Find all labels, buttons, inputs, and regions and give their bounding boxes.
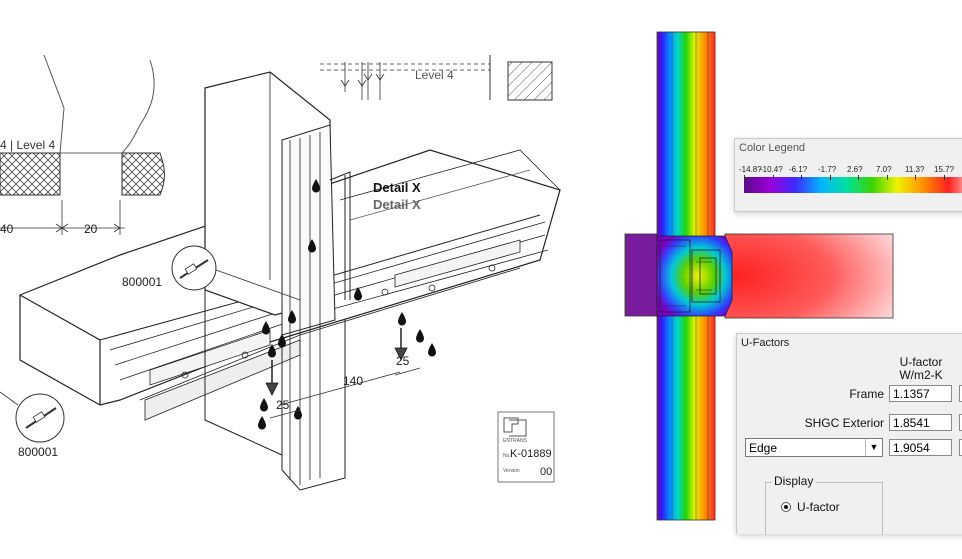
technical-drawing: Detail X Detail X 4 | Level 4 Level 4 40…: [0, 54, 561, 491]
edge-u-factor-field[interactable]: 1.9054: [889, 439, 952, 456]
region-select[interactable]: Edge ▼: [745, 438, 883, 457]
u-factors-window[interactable]: U-Factors U-factor W/m2-K Frame 1.1357 4…: [736, 333, 962, 535]
legend-color-bar: [744, 177, 962, 193]
legend-tick-label: 7.0?: [876, 165, 892, 174]
legend-tick-labels: -14.8?-10.4? -6.1? -1.7? 2.6? 7.0? 11.3? 15.7?…: [739, 165, 962, 175]
u-factor-column-header: U-factor W/m2-K: [899, 355, 943, 382]
dimension-20: 20: [84, 222, 98, 236]
detail-subtitle: Detail X: [373, 197, 421, 212]
frame-second-field[interactable]: 4: [959, 385, 962, 402]
edge-second-field[interactable]: 4: [959, 439, 962, 456]
color-legend-window[interactable]: Color Legend -14.8?-10.4? -6.1? -1.7? 2.6? 7…: [734, 138, 962, 212]
title-block-version-label: Version: [503, 468, 520, 474]
level-label-left: 4 | Level 4: [0, 138, 56, 152]
drainage-arrows: [265, 328, 408, 396]
legend-tick-label: 2.6?: [847, 165, 863, 174]
detail-title: Detail X: [373, 180, 421, 195]
thermal-simulation: Color Legend -14.8?-10.4? -6.1? -1.7? 2.6? 7…: [620, 0, 962, 559]
shgc-exterior-field[interactable]: 1.8541: [889, 414, 952, 431]
slab-section-right: [320, 55, 553, 101]
display-group-title: Display: [771, 474, 817, 488]
dimension-lines-bottom: [269, 367, 421, 419]
title-block: [497, 411, 555, 483]
title-block-number: K-01889: [510, 448, 552, 460]
level-label-right: Level 4: [415, 68, 454, 82]
legend-tick-label: -1.7?: [818, 165, 837, 174]
thermal-gradient-plot: [624, 31, 894, 521]
part-callout-top: [171, 245, 301, 301]
region-select-value: Edge: [749, 441, 778, 455]
part-number-bottom: 800001: [18, 445, 59, 459]
legend-tick-mark: [915, 175, 916, 180]
legend-tick-label: -6.1?: [789, 165, 808, 174]
shgc-second-field[interactable]: 4: [959, 414, 962, 431]
radio-selected-icon: [781, 502, 791, 512]
title-block-no-prefix: No.: [503, 453, 511, 459]
part-number-top: 800001: [122, 275, 163, 289]
color-legend-title: Color Legend: [739, 142, 806, 154]
title-block-logo-caption: ENTRANS: [503, 438, 527, 444]
slab-section-left: [0, 54, 165, 196]
isometric-curtain-wall-detail: [0, 54, 561, 491]
legend-tick-label: 11.3?: [905, 165, 925, 174]
dimension-lines-left: [0, 200, 125, 235]
legend-tick-mark: [744, 175, 745, 180]
u-factor-radio-label: U-factor: [797, 500, 840, 514]
chevron-down-icon[interactable]: ▼: [865, 439, 882, 456]
dimension-25-right: 25: [396, 354, 410, 368]
part-callout-bottom: [0, 391, 65, 443]
shgc-exterior-label: SHGC Exterior: [804, 416, 884, 430]
display-group: [765, 482, 883, 535]
dimension-25-left: 25: [276, 398, 290, 412]
legend-tick-label: 15.7?: [934, 165, 955, 174]
frame-u-factor-field[interactable]: 1.1357: [889, 385, 952, 402]
legend-tick-mark: [829, 175, 831, 180]
title-block-version: 00: [540, 466, 553, 478]
vertical-mullion: [204, 71, 351, 491]
frame-label: Frame: [849, 387, 884, 401]
legend-tick-mark: [858, 175, 859, 180]
dimension-140: 140: [343, 374, 364, 388]
legend-tick-mark: [886, 175, 888, 180]
u-factor-radio[interactable]: U-factor: [781, 500, 840, 514]
legend-tick-mark: [772, 175, 774, 180]
dimension-40: 40: [0, 222, 14, 236]
legend-tick-label: -14.8?: [739, 165, 762, 174]
u-factors-title: U-Factors: [741, 337, 790, 349]
legend-tick-mark: [943, 175, 945, 180]
legend-tick-mark: [801, 175, 802, 180]
legend-tick-label: -10.4?: [760, 165, 783, 174]
